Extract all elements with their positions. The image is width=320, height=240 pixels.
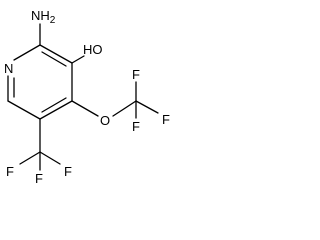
fluorine-label: F [35, 171, 43, 186]
fluorine-label: F [6, 164, 14, 179]
fluorine-label: F [132, 119, 140, 134]
ether-oxygen-label: O [100, 113, 110, 128]
double-bond-c4-c5 [41, 97, 67, 113]
amino-label: NH2 [31, 8, 56, 26]
bond-o-cf3 [112, 100, 137, 117]
hydroxyl-label: HO [83, 42, 103, 57]
ring-nitrogen-label: N [4, 61, 13, 76]
fluorine-label: F [64, 164, 72, 179]
structure-diagram: N NH2 HO O F F F F F F [4, 8, 170, 186]
bond-c3-oh [71, 55, 85, 64]
bond-c2-c3 [39, 44, 73, 64]
bond-cf3b-f-right [39, 151, 61, 165]
bond-c4-o [71, 100, 99, 117]
bond-cf3b-f-left [19, 151, 41, 165]
bond-c5-c6 [7, 100, 41, 120]
fluorine-label: F [162, 112, 170, 127]
bond-c4-c5 [39, 100, 73, 120]
bond-n1-c2 [13, 44, 41, 61]
fluorine-label: F [132, 67, 140, 82]
bond-cf3-f-right [135, 100, 159, 114]
double-bond-c2-c3 [41, 51, 67, 67]
